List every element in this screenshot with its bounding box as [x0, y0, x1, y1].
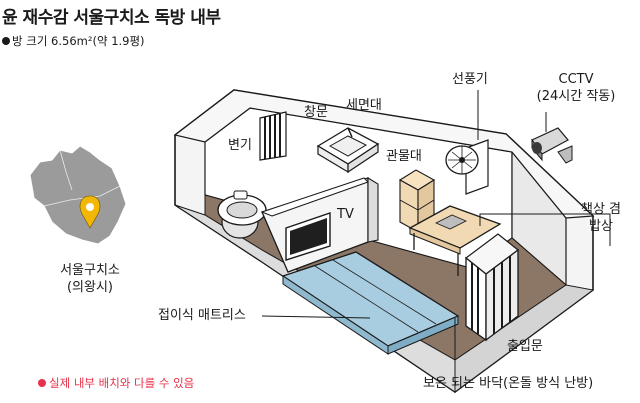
- cabinet-label: 관물대: [386, 149, 422, 164]
- fan: [445, 139, 489, 195]
- seoul-map: [29, 145, 127, 245]
- tv: [285, 212, 331, 261]
- location-pin-icon: [79, 195, 101, 229]
- note-bullet-icon: [38, 379, 46, 387]
- bullet-icon: [2, 37, 10, 45]
- sink-label: 세면대: [346, 98, 382, 113]
- cctv-label: CCTV (24시간 작동): [520, 71, 632, 105]
- disclaimer-text: 실제 내부 배치와 다를 수 있음: [49, 376, 195, 390]
- map-location-label: 서울구치소 (의왕시): [34, 262, 146, 296]
- tv-label: TV: [337, 207, 354, 222]
- leader-lines: [261, 90, 611, 360]
- desk-label-line1: 책상 겸: [580, 202, 621, 217]
- disclaimer-note: 실제 내부 배치와 다를 수 있음: [38, 375, 194, 391]
- map-location-name: 서울구치소: [60, 263, 120, 278]
- mattress-label: 접이식 매트리스: [158, 308, 246, 323]
- mattress: [281, 251, 460, 355]
- window: [259, 111, 287, 161]
- room-size-text: 방 크기 6.56m²(약 1.9평): [12, 34, 145, 48]
- fan-label: 선풍기: [452, 72, 488, 87]
- seoul-region-shape: [29, 145, 127, 245]
- desk: [408, 205, 502, 276]
- toilet: [217, 190, 267, 239]
- sink: [316, 127, 380, 174]
- cctv-camera: [531, 127, 573, 164]
- page-title: 윤 재수감 서울구치소 독방 내부: [2, 8, 221, 28]
- map-location-city: (의왕시): [66, 280, 114, 295]
- room-size-caption: 방 크기 6.56m²(약 1.9평): [2, 33, 145, 49]
- window-label: 창문: [304, 105, 328, 120]
- door-label: 출입문: [507, 339, 543, 354]
- floor-label: 보온 되는 바닥(온돌 방식 난방): [423, 376, 594, 391]
- door: [465, 233, 519, 342]
- desk-label-line2: 밥상: [589, 219, 613, 234]
- cctv-label-detail: (24시간 작동): [536, 89, 616, 104]
- desk-label: 책상 겸 밥상: [566, 201, 636, 235]
- cctv-label-title: CCTV: [558, 72, 594, 87]
- toilet-label: 변기: [228, 138, 252, 153]
